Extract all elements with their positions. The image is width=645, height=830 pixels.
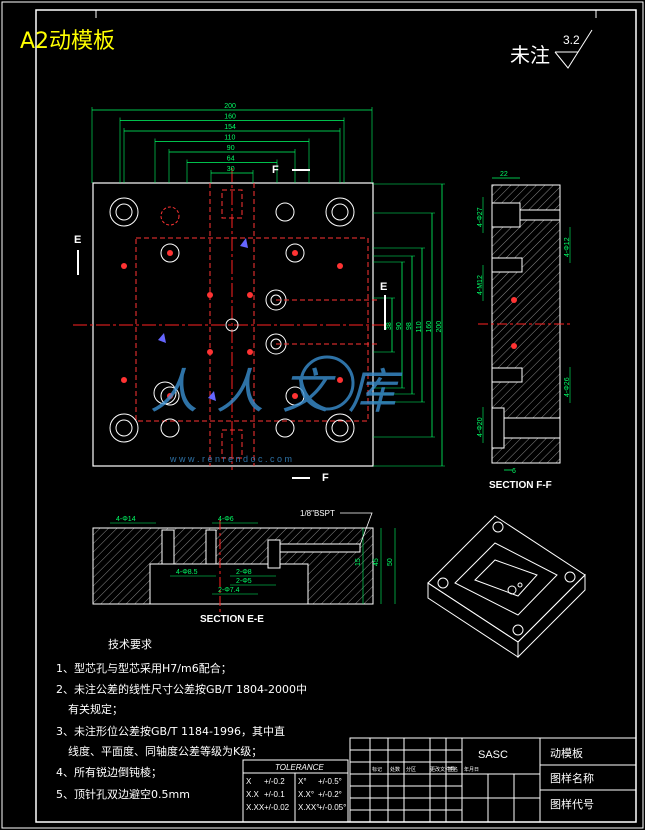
cut-marker-e-right: E — [380, 281, 387, 330]
cut-marker-f-top: F — [272, 164, 310, 176]
tech-item: 4、所有锐边倒钝棱； — [56, 765, 162, 779]
tech-item: 1、型芯孔与型芯采用H7/m6配合； — [56, 661, 232, 675]
drawing-code-label: 图样代号 — [550, 797, 594, 811]
tech-heading: 技术要求 — [108, 638, 152, 651]
top-dimensions: 200 160 154 110 90 64 30 — [91, 103, 373, 183]
tolerance-cell: +/-0.2° — [318, 790, 342, 799]
dimension-text: 30 — [227, 166, 235, 173]
dimension-text: 4-Φ12 — [564, 237, 571, 257]
roughness-value: 3.2 — [563, 33, 580, 47]
tolerance-table — [242, 759, 349, 823]
isometric-view — [427, 515, 586, 659]
tolerance-cell: X — [246, 777, 252, 786]
svg-text:E: E — [380, 281, 387, 293]
dimension-text: 22 — [500, 171, 508, 178]
roughness-symbol: 3.2 — [554, 29, 593, 69]
dimension-text: 4-Φ8.5 — [176, 569, 198, 576]
dimension-text: 110 — [416, 321, 423, 332]
watermark: 人人文库 w w w . r e n r e n d o c . c o m — [150, 355, 414, 464]
tolerance-cell: +/-0.2 — [264, 777, 285, 786]
title-block-label: 签名 — [448, 766, 458, 773]
tolerance-cell: +/-0.05° — [318, 803, 346, 812]
watermark-text: 人人文库 — [150, 364, 414, 420]
tolerance-heading: TOLERANCE — [275, 763, 324, 772]
svg-text:E: E — [74, 234, 81, 246]
dimension-text: 2-Φ8 — [236, 569, 252, 576]
company-name: SASC — [478, 749, 508, 761]
section-ff-view: SECTION F-F — [478, 184, 572, 491]
thread-leader — [340, 512, 373, 546]
title-block-label: 标记 — [372, 766, 382, 773]
dimension-text: 90 — [396, 322, 403, 330]
title-block-label: 年月日 — [464, 766, 479, 773]
dimension-text: 4-Φ27 — [477, 207, 484, 227]
dimension-text: 64 — [227, 156, 235, 163]
tech-item: 3、未注形位公差按GB/T 1184-1996，其中直 — [56, 724, 285, 738]
dimension-text: 4-Φ26 — [564, 377, 571, 397]
dimension-text: 6 — [512, 468, 516, 475]
cut-marker-e-left: E — [74, 234, 81, 275]
title-block-label: 处数 — [390, 766, 400, 773]
dimension-text: 98 — [406, 322, 413, 330]
plan-view — [73, 168, 390, 470]
dimension-text: 2-Φ5 — [236, 578, 252, 585]
cut-marker-f-bottom: F — [292, 472, 329, 484]
tolerance-cell: +/-0.5° — [318, 777, 342, 786]
finish-note: 未注 — [510, 43, 550, 67]
title-block-label: 更改文件号 — [430, 766, 455, 773]
part-name: 动模板 — [550, 746, 583, 760]
tolerance-cell: X.XX° — [298, 803, 319, 812]
dimension-text: 4-M12 — [477, 275, 484, 295]
section-ee-view: SECTION E-E — [92, 520, 374, 625]
tolerance-cell: X.XX — [246, 803, 265, 812]
dimension-text: 154 — [224, 124, 236, 131]
section-ff-dimensions: 22 4-Φ27 4-Φ12 4-M12 4-Φ26 4-Φ20 6 — [477, 171, 571, 475]
title-block — [349, 737, 637, 823]
tolerance-cell: X.X — [246, 790, 260, 799]
dimension-text: 2-Φ7.4 — [218, 587, 240, 594]
svg-text:F: F — [272, 164, 279, 176]
tolerance-cell: X.X° — [298, 790, 314, 799]
dimension-text: 160 — [224, 114, 236, 121]
section-ff-label: SECTION F-F — [489, 480, 552, 491]
svg-text:F: F — [322, 472, 329, 484]
drawing-title: A2动模板 — [20, 29, 115, 54]
dimension-text: 160 — [426, 321, 433, 333]
dimension-text: 4-Φ20 — [477, 417, 484, 437]
drawing-name-label: 图样名称 — [550, 771, 594, 785]
tech-item: 线度、平面度、同轴度公差等级为K级； — [68, 744, 262, 758]
dimension-text: 4-Φ6 — [218, 516, 234, 523]
dimension-text: 50 — [387, 558, 394, 566]
title-block-label: 分区 — [406, 766, 416, 773]
tolerance-cell: X° — [298, 777, 307, 786]
watermark-url: w w w . r e n r e n d o c . c o m — [169, 454, 292, 464]
dimension-text: 45 — [373, 558, 380, 566]
tech-item: 2、未注公差的线性尺寸公差按GB/T 1804-2000中 — [56, 682, 307, 696]
section-ee-dimensions: 4-Φ14 4-Φ6 4-Φ8.5 2-Φ8 2-Φ5 2-Φ7.4 45 50 15 1/8"B… — [110, 509, 396, 604]
tech-item: 5、顶针孔双边避空0.5mm — [56, 787, 190, 801]
tolerance-rows: X +/-0.2 X° +/-0.5° X.X +/-0.1 X.X° +/-0.2° X.XX… — [246, 777, 346, 812]
dimension-text: 200 — [224, 103, 236, 110]
title-block-small-labels: 标记 处数分区 更改文件号签名年月日 — [372, 766, 479, 773]
dimension-text: 15 — [355, 558, 362, 566]
tolerance-cell: +/-0.1 — [264, 790, 285, 799]
dimension-text: 4-Φ14 — [116, 516, 136, 523]
thread-callout: 1/8"BSPT — [300, 509, 335, 518]
tech-item: 有关规定； — [68, 702, 123, 716]
tolerance-cell: +/-0.02 — [264, 803, 290, 812]
tech-requirements: 技术要求 1、型芯孔与型芯采用H7/m6配合； 2、未注公差的线性尺寸公差按GB… — [56, 638, 307, 801]
section-ee-label: SECTION E-E — [200, 614, 264, 625]
dimension-text: 200 — [436, 321, 443, 333]
dimension-text: 90 — [227, 145, 235, 152]
dimension-text: 38 — [386, 322, 393, 330]
dimension-text: 110 — [224, 135, 235, 142]
